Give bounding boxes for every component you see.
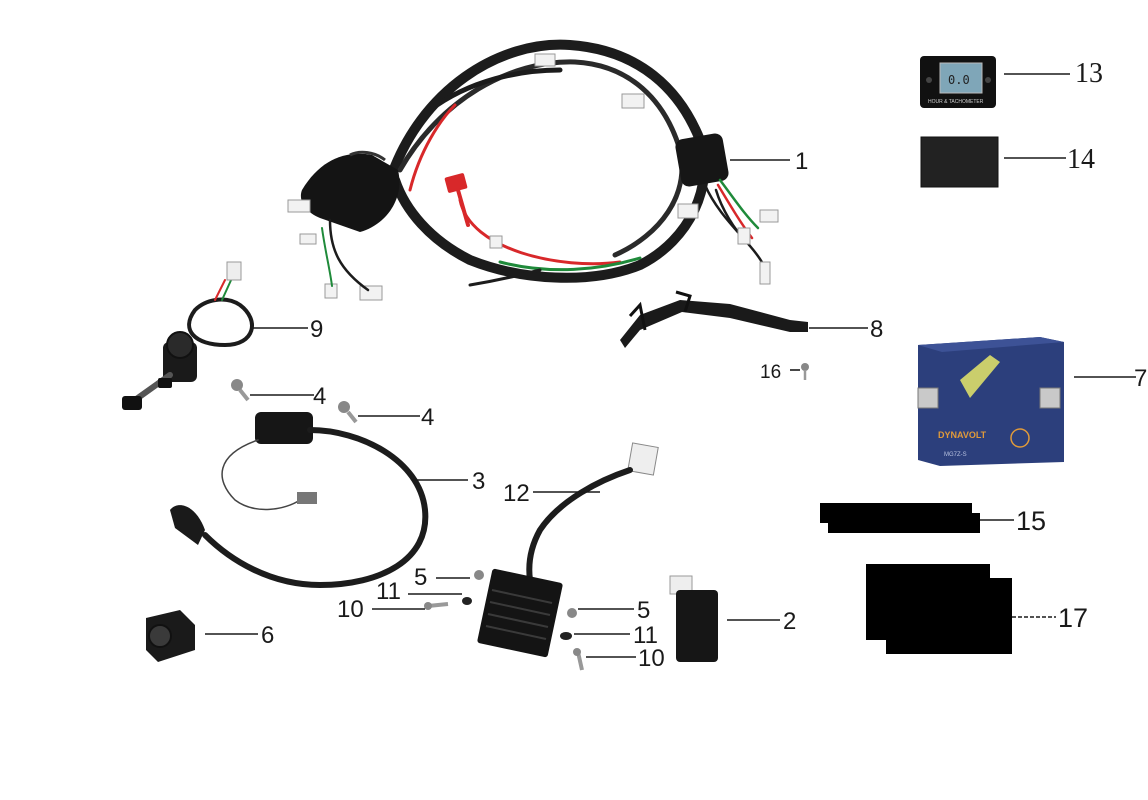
- callout-13: 13: [1075, 58, 1103, 89]
- callout-11-right: 11: [633, 622, 658, 649]
- callout-4-top: 4: [313, 383, 326, 410]
- part-4-bolts: [231, 379, 358, 424]
- callout-11-left: 11: [376, 578, 401, 605]
- callout-7: 7: [1134, 365, 1147, 392]
- part-12-voltage-regulator: [477, 442, 659, 658]
- hour-meter-caption: HOUR & TACHOMETER: [928, 99, 984, 105]
- part-17-block: [866, 564, 1012, 654]
- callout-17: 17: [1058, 603, 1088, 633]
- part-9-ignition-switch: [122, 261, 254, 410]
- part-7-battery: DYNAVOLT MG7Z-S: [917, 337, 1064, 466]
- callout-16: 16: [760, 362, 781, 383]
- part-6-switch: [146, 610, 195, 662]
- callout-1: 1: [795, 148, 808, 175]
- callout-8: 8: [870, 316, 883, 343]
- part-3-ignition-coil: [170, 412, 429, 588]
- battery-brand: DYNAVOLT: [938, 430, 987, 440]
- callout-9: 9: [310, 316, 323, 343]
- part-13-hour-meter: 0.0 HOUR & TACHOMETER: [920, 56, 996, 108]
- part-15-block: [820, 503, 980, 533]
- callout-3: 3: [472, 468, 485, 495]
- callout-15: 15: [1016, 506, 1046, 536]
- callout-10-left: 10: [337, 596, 364, 623]
- callout-12: 12: [503, 480, 530, 507]
- leader-lines: [205, 73, 1136, 658]
- callout-10-right: 10: [638, 645, 665, 672]
- part-hardware: [424, 570, 584, 671]
- callout-5-left: 5: [414, 564, 427, 591]
- hour-meter-display: 0.0: [948, 73, 970, 87]
- callout-14: 14: [1067, 144, 1095, 175]
- callout-5-right: 5: [637, 597, 650, 624]
- battery-model: MG7Z-S: [944, 452, 967, 458]
- part-2-cdi-unit: [669, 575, 718, 662]
- callout-labels: 1 13 14 9 4 4 3 12 8 7 16 15 17 2 6 5 11…: [261, 58, 1147, 672]
- callout-2: 2: [783, 608, 796, 635]
- part-16-screw: [801, 363, 809, 380]
- part-1-wiring-harness: [287, 39, 779, 301]
- part-14-pad: [920, 136, 999, 188]
- callout-6: 6: [261, 622, 274, 649]
- callout-4-bottom: 4: [421, 404, 434, 431]
- part-8-bracket: [620, 290, 808, 348]
